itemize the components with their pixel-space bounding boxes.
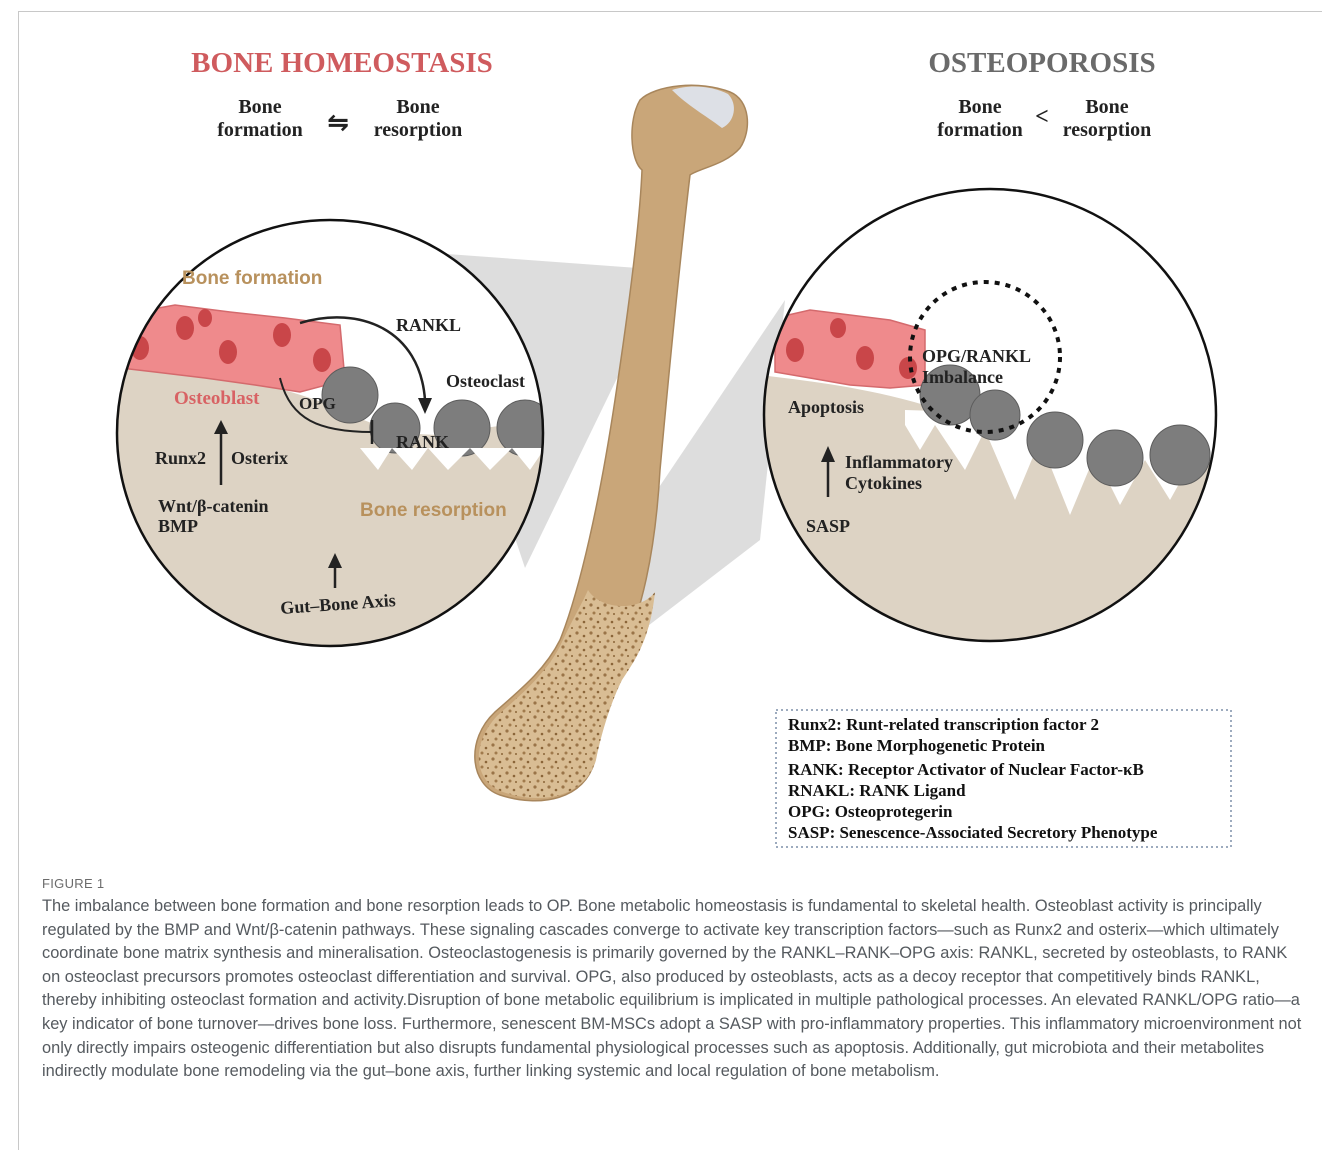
right-formation-l2: formation [937, 119, 1023, 141]
runx2-label: Runx2 [155, 448, 206, 468]
sasp-label: SASP [806, 516, 850, 536]
left-resorption-l2: resorption [374, 119, 463, 141]
rankl-label: RANKL [396, 315, 461, 335]
left-title: BONE HOMEOSTASIS [191, 47, 493, 79]
right-zoom-circle [760, 189, 1230, 660]
osteoblast-label: Osteoblast [174, 388, 260, 409]
bmp-label: BMP [158, 516, 198, 536]
equilibrium-icon: ⇋ [327, 108, 349, 138]
less-than-icon: < [1035, 104, 1049, 130]
legend-item: Runx2: Runt-related transcription factor… [788, 715, 1099, 734]
figure-illustration: BONE HOMEOSTASIS Bone formation ⇋ Bone r… [0, 0, 1322, 860]
legend-item: RNAKL: RANK Ligand [788, 781, 966, 800]
legend-item: BMP: Bone Morphogenetic Protein [788, 736, 1046, 755]
right-resorption-l1: Bone [1085, 96, 1128, 118]
right-title: OSTEOPOROSIS [928, 47, 1155, 79]
left-resorption-l1: Bone [396, 96, 439, 118]
legend-item: SASP: Senescence-Associated Secretory Ph… [788, 823, 1158, 842]
right-formation-l1: Bone [958, 96, 1001, 118]
bone-formation-label: Bone formation [182, 268, 322, 289]
imbalance-label-l2: Imbalance [922, 367, 1003, 387]
legend-item: OPG: Osteoprotegerin [788, 802, 953, 821]
figure-caption: The imbalance between bone formation and… [42, 895, 1307, 1084]
wnt-label: Wnt/β-catenin [158, 496, 268, 516]
osterix-label: Osterix [231, 448, 288, 468]
opg-label: OPG [299, 394, 336, 413]
rank-label: RANK [396, 432, 449, 452]
legend-item: RANK: Receptor Activator of Nuclear Fact… [788, 760, 1144, 779]
bone-resorption-label: Bone resorption [360, 500, 507, 521]
left-formation-l2: formation [217, 119, 303, 141]
apoptosis-label: Apoptosis [788, 397, 864, 417]
inflammatory-label-l2: Cytokines [845, 473, 922, 493]
left-formation-l1: Bone [238, 96, 281, 118]
imbalance-label-l1: OPG/RANKL [922, 346, 1031, 366]
figure-label: FIGURE 1 [42, 876, 104, 891]
osteoclast-label: Osteoclast [446, 371, 525, 391]
inflammatory-label-l1: Inflammatory [845, 452, 953, 472]
right-resorption-l2: resorption [1063, 119, 1152, 141]
